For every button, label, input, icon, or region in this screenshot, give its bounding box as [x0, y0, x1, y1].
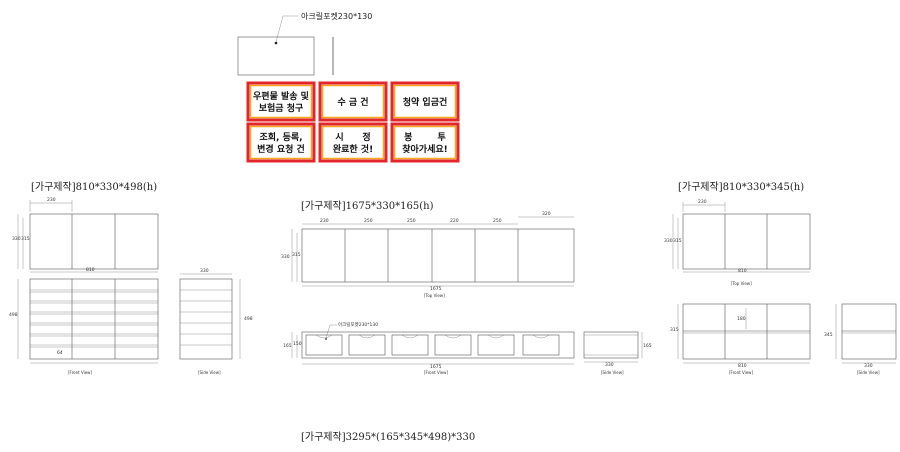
title-left: [가구제작]810*330*498(h): [31, 181, 157, 193]
dim-center-top-220: 220: [450, 218, 459, 224]
drawer-rows: [30, 289, 158, 348]
label-center-top-view: [Top View]: [424, 293, 445, 298]
dim-right-front-315: 315: [670, 327, 679, 333]
sign-mail-line2: 보험금 청구: [259, 102, 304, 114]
dim-center-top-330: 330: [281, 254, 290, 260]
cabinet-498-top-view: 230 330 315 810: [12, 197, 159, 273]
cabinet-345-top-view: 230 330 315 810 [Top View]: [664, 199, 811, 286]
dim-right-side-345: 345: [824, 332, 833, 338]
dim-center-side-330: 330: [605, 362, 614, 368]
label-right-top-view: [Top View]: [731, 281, 752, 286]
dim-center-front-1675: 1675: [430, 364, 442, 370]
acrylic-pocket-sketch: 아크릴포켓230*130: [237, 11, 372, 76]
label-center-front-view: [Front View]: [424, 370, 448, 375]
dim-center-top-250b: 250: [407, 218, 416, 224]
cabinet-498-side-view: 330 498 [Side View]: [179, 268, 253, 375]
sign-collection-line1: 수 금 건: [337, 96, 368, 108]
small-pocket-note: 아크릴포켓230*130: [338, 321, 378, 328]
label-center-side-view: [Side View]: [601, 370, 624, 375]
sign-mail-line1: 우편물 발송 및: [253, 90, 309, 102]
dim-center-front-165: 165: [283, 343, 292, 349]
title-center: [가구제작]1675*330*165(h): [301, 200, 434, 212]
dim-center-side-165: 165: [643, 343, 652, 349]
dim-left-front-64: 64: [57, 350, 63, 356]
sign-mail: 우편물 발송 및 보험금 청구: [246, 81, 316, 122]
cabinet-345-side-view: 345 330 [Side View]: [824, 303, 897, 375]
dim-right-top-230: 230: [698, 199, 707, 205]
cabinet-165-side-view: 330 165 [Side View]: [583, 331, 652, 375]
sign-correction-line2: 완료한 것!: [333, 143, 373, 155]
sign-inquiry-line2: 변경 요청 건: [257, 143, 305, 155]
dim-right-top-330: 330: [664, 238, 673, 244]
label-left-front-view: [Front View]: [68, 370, 92, 375]
dim-left-top-810: 810: [86, 267, 95, 273]
dim-center-front-150: 150: [293, 341, 302, 347]
cabinet-498-front-view: 498 64 [Front View]: [9, 278, 159, 375]
cabinet-165-top-view: 230 250 250 220 250 320 330 315 1675 [To…: [281, 211, 575, 298]
signs-grid: 우편물 발송 및 보험금 청구 수 금 건 청약 입금건 조회, 등록, 변경 …: [246, 81, 460, 163]
dim-center-top-250c: 250: [493, 218, 502, 224]
dim-left-front-498: 498: [9, 312, 18, 318]
sign-inquiry: 조회, 등록, 변경 요청 건: [246, 122, 316, 163]
sign-collection: 수 금 건: [318, 81, 388, 122]
dim-center-top-320: 320: [542, 211, 551, 217]
sign-inquiry-line1: 조회, 등록,: [259, 131, 302, 143]
label-right-front-view: [Front View]: [729, 370, 753, 375]
dim-left-side-498: 498: [244, 316, 253, 322]
dim-right-side-330: 330: [864, 363, 873, 369]
dim-left-side-330: 330: [200, 268, 209, 274]
label-left-side-view: [Side View]: [198, 370, 221, 375]
sign-correction-line1: 시 정: [335, 131, 370, 143]
pocket-note: 아크릴포켓230*130: [301, 11, 372, 21]
title-bottom: [가구제작]3295*(165*345*498)*330: [301, 431, 475, 443]
cabinet-345-front-view: 180 315 810 [Front View]: [670, 303, 811, 375]
title-right: [가구제작]810*330*345(h): [678, 181, 804, 193]
dim-left-top-330: 330: [12, 236, 21, 242]
dim-right-front-180: 180: [737, 316, 746, 322]
dim-right-front-810: 810: [738, 363, 747, 369]
sign-envelope-line1: 봉 투: [404, 132, 446, 143]
dim-center-top-315: 315: [292, 252, 301, 258]
sign-deposit: 청약 입금건: [390, 81, 460, 122]
sign-envelope: 봉 투 찾아가세요!: [390, 122, 460, 163]
cabinet-165-front-view: 아크릴포켓230*130 165 150 1675 [Front View]: [283, 321, 575, 375]
dim-center-top-1675: 1675: [430, 286, 442, 292]
sign-correction: 시 정 완료한 것!: [318, 122, 388, 163]
dim-right-top-810: 810: [738, 268, 747, 274]
dim-left-top-315: 315: [21, 236, 30, 242]
dim-center-top-250a: 250: [364, 218, 373, 224]
dim-left-top-230: 230: [47, 197, 56, 203]
sign-envelope-line2: 찾아가세요!: [402, 143, 448, 155]
label-right-side-view: [Side View]: [857, 370, 880, 375]
dim-right-top-315: 315: [673, 238, 682, 244]
dim-center-top-230: 230: [320, 218, 329, 224]
sign-deposit-line1: 청약 입금건: [403, 96, 448, 108]
